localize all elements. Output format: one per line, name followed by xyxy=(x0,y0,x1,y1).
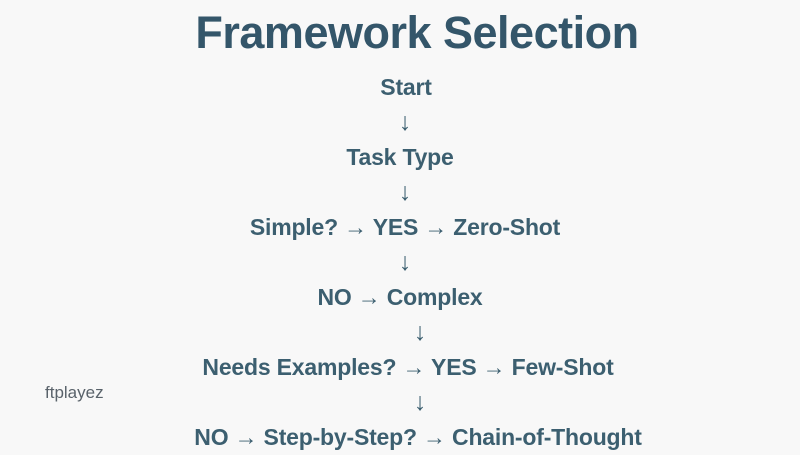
flow-node-task-type: Task Type xyxy=(346,144,454,170)
flow-node-no-step-chain-of-thought: NO → Step-by-Step? → Chain-of-Thought xyxy=(194,424,642,450)
page-title: Framework Selection xyxy=(195,7,639,58)
down-arrow-icon: ↓ xyxy=(398,108,412,136)
down-arrow-icon: ↓ xyxy=(398,178,412,206)
flow-node-needs-examples-few-shot: Needs Examples? → YES → Few-Shot xyxy=(202,354,614,380)
down-arrow-icon: ↓ xyxy=(398,248,412,276)
flow-node-start: Start xyxy=(380,74,432,100)
watermark: ftplayez xyxy=(45,383,104,402)
down-arrow-icon: ↓ xyxy=(413,388,427,416)
flow-node-simple-yes-zero-shot: Simple? → YES → Zero-Shot xyxy=(249,214,561,240)
flowchart: Start ↓ Task Type ↓ Simple? → YES → Zero… xyxy=(0,70,800,455)
flow-node-no-complex: NO → Complex xyxy=(317,284,483,310)
down-arrow-icon: ↓ xyxy=(413,318,427,346)
